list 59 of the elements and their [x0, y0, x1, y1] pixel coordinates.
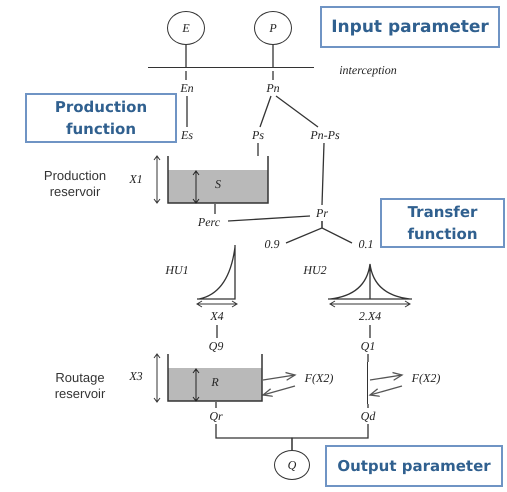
heading-box: Input parameter	[320, 6, 500, 48]
variable-circle: P	[254, 11, 292, 45]
arrow	[262, 372, 296, 381]
connector-line	[367, 354, 369, 362]
connector-line	[291, 424, 369, 450]
caption: Production reservoir	[42, 168, 108, 200]
variable-label: Q1	[356, 338, 380, 354]
variable-label: Perc	[190, 214, 228, 230]
variable-circle: E	[167, 11, 205, 45]
connector-line	[216, 325, 218, 338]
connector-line	[215, 402, 217, 408]
connector-line	[214, 204, 216, 214]
reservoir-label: R	[210, 374, 220, 390]
connector-line	[228, 215, 310, 222]
dimension-label: 2.X4	[358, 308, 382, 324]
connector-line	[272, 71, 274, 80]
connector-line	[367, 404, 369, 408]
connector-line	[321, 221, 352, 244]
dimension-label: X1	[128, 171, 144, 187]
variable-label: 0.1	[352, 236, 380, 252]
variable-label: En	[175, 80, 199, 96]
heading-box: Transfer function	[380, 198, 505, 248]
variable-label: F(X2)	[402, 370, 450, 386]
variable-label: Qr	[204, 408, 228, 424]
connector-line	[259, 96, 272, 128]
arrow	[370, 372, 403, 381]
variable-label: F(X2)	[295, 370, 343, 386]
dimension-label: X4	[209, 308, 225, 324]
connector-line	[186, 96, 188, 127]
variable-label: Pn	[261, 80, 285, 96]
connector-line	[272, 45, 274, 67]
connector-line	[369, 325, 371, 338]
variable-label: Qd	[356, 408, 380, 424]
variable-label: Q9	[204, 338, 228, 354]
heading-box: Output parameter	[325, 445, 503, 487]
side-label: HU1	[164, 262, 190, 278]
reservoir-tank	[167, 354, 263, 402]
side-label: HU2	[302, 262, 328, 278]
variable-circle: Q	[274, 450, 310, 480]
connector-line	[321, 142, 325, 206]
caption: Routage reservoir	[54, 370, 106, 402]
variable-label: 0.9	[258, 236, 286, 252]
dimension-label: X3	[128, 368, 144, 384]
arrow	[262, 385, 296, 397]
reservoir-label: S	[214, 176, 222, 192]
arrow	[369, 385, 402, 397]
variable-label: Es	[175, 127, 199, 143]
heading-box: Production function	[25, 93, 177, 143]
side-label: interception	[338, 62, 398, 78]
connector-line	[185, 71, 187, 80]
variable-label: Pr	[310, 205, 334, 221]
interception-line	[148, 67, 314, 71]
variable-label: Pn-Ps	[302, 127, 348, 143]
variable-label: Ps	[246, 127, 270, 143]
connector-line	[276, 95, 318, 128]
connector-line	[185, 45, 187, 67]
connector-line	[257, 143, 259, 156]
reservoir-tank	[167, 156, 269, 204]
channel-line	[367, 362, 371, 404]
